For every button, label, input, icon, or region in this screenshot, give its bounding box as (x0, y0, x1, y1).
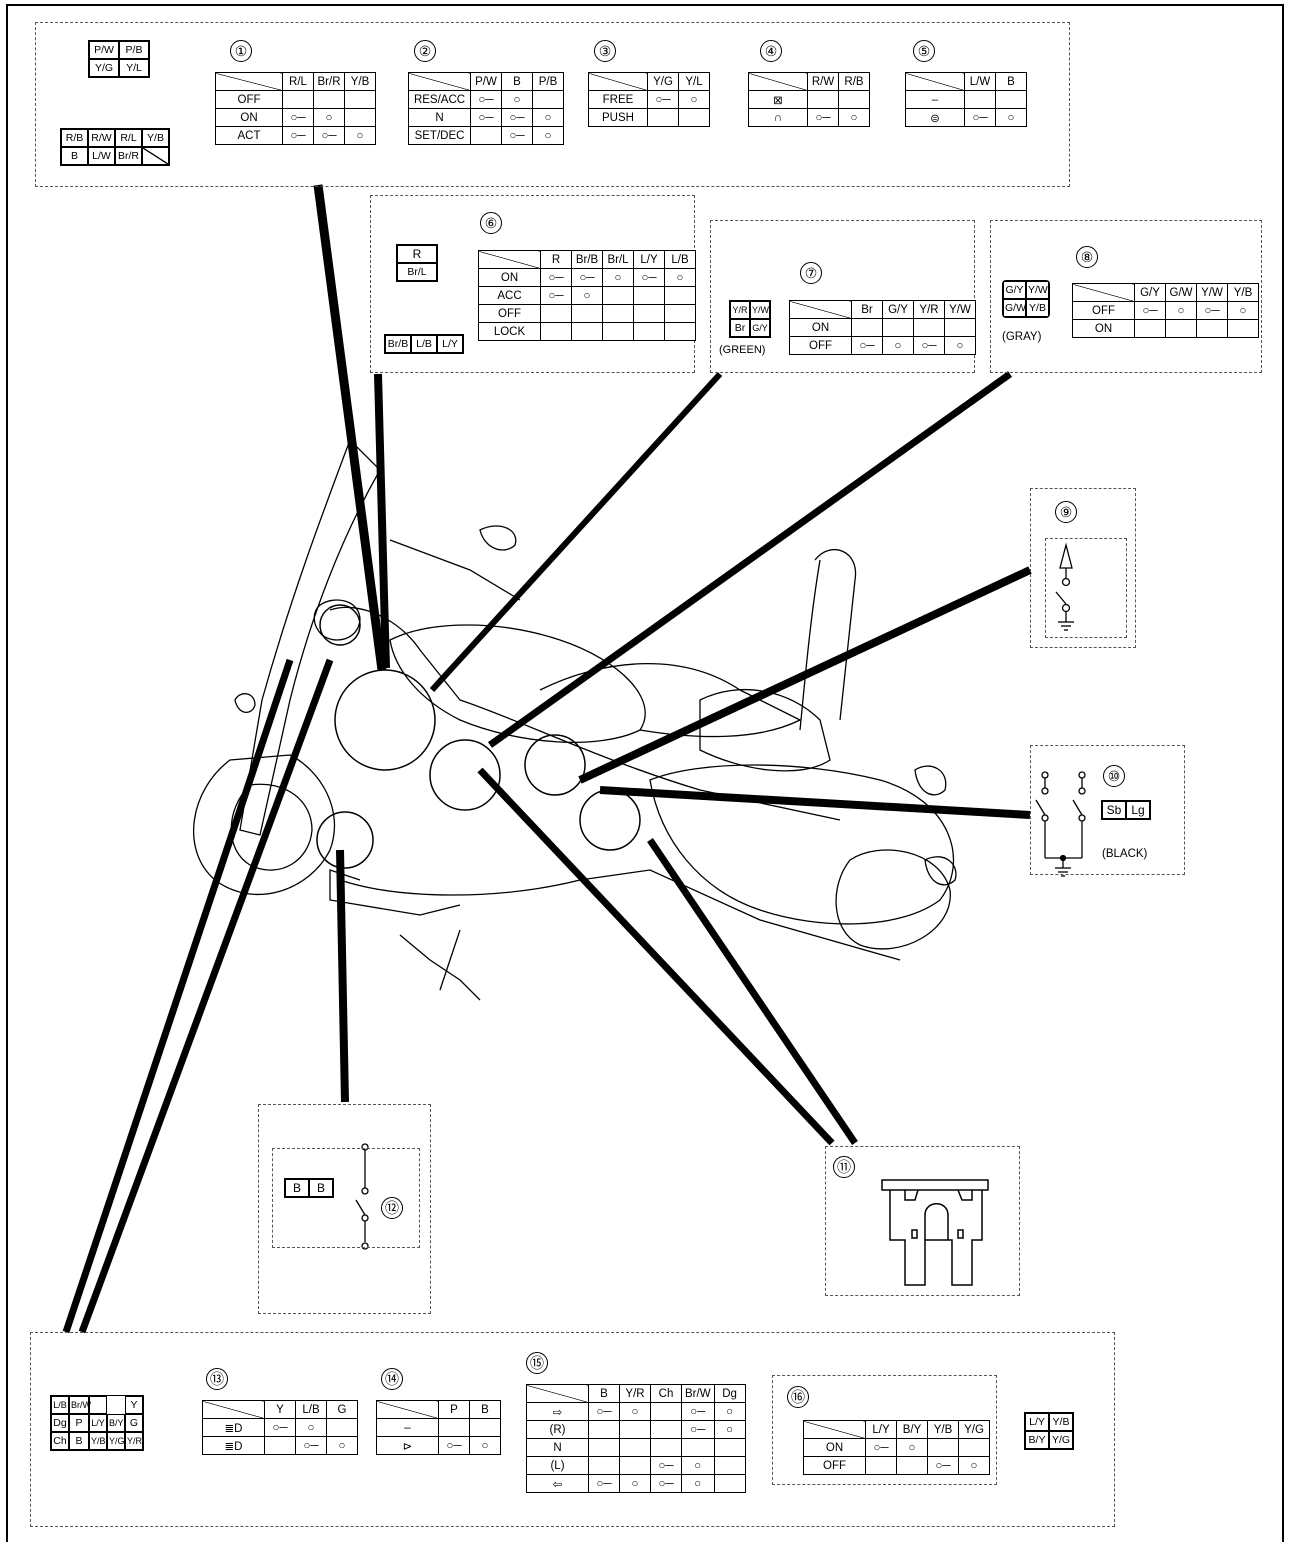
detail-circles (316, 604, 641, 869)
label-2: ② (414, 40, 436, 62)
label-3: ③ (594, 40, 616, 62)
label-9: ⑨ (1055, 501, 1077, 523)
label-4: ④ (760, 40, 782, 62)
box-7 (710, 220, 975, 373)
motorcycle-outline (193, 438, 957, 1001)
box-11 (825, 1146, 1020, 1296)
box-13-16 (30, 1332, 1115, 1527)
box-12 (258, 1104, 431, 1314)
box-9 (1030, 488, 1136, 648)
box-10 (1030, 745, 1185, 875)
label-1: ① (230, 40, 252, 62)
label-13: ⑬ (206, 1368, 228, 1390)
page-frame (6, 4, 1284, 1542)
connector-7-color: (GREEN) (719, 344, 766, 356)
box-12-inner (272, 1148, 420, 1248)
label-11: ⑪ (833, 1156, 855, 1178)
fuse-symbol (881, 1179, 989, 1286)
label-12: ⑫ (381, 1197, 403, 1219)
switch-9-symbol (1055, 542, 1074, 631)
box-16 (772, 1375, 997, 1485)
switch-10-symbol (1035, 771, 1086, 877)
label-7: ⑦ (800, 262, 822, 284)
label-5: ⑤ (913, 40, 935, 62)
connector-10-color: (BLACK) (1102, 848, 1148, 860)
box-9-inner (1045, 538, 1127, 638)
label-6: ⑥ (480, 212, 502, 234)
label-14: ⑭ (381, 1368, 403, 1390)
connector-8-color: (GRAY) (1002, 331, 1042, 343)
label-8: ⑧ (1076, 246, 1098, 268)
switch-12-symbol (355, 1143, 369, 1250)
label-10: ⑩ (1103, 765, 1125, 787)
label-15: ⑮ (526, 1352, 548, 1374)
box-8 (990, 220, 1262, 373)
label-16: ⑯ (787, 1386, 809, 1408)
box-1-5 (35, 22, 1070, 187)
